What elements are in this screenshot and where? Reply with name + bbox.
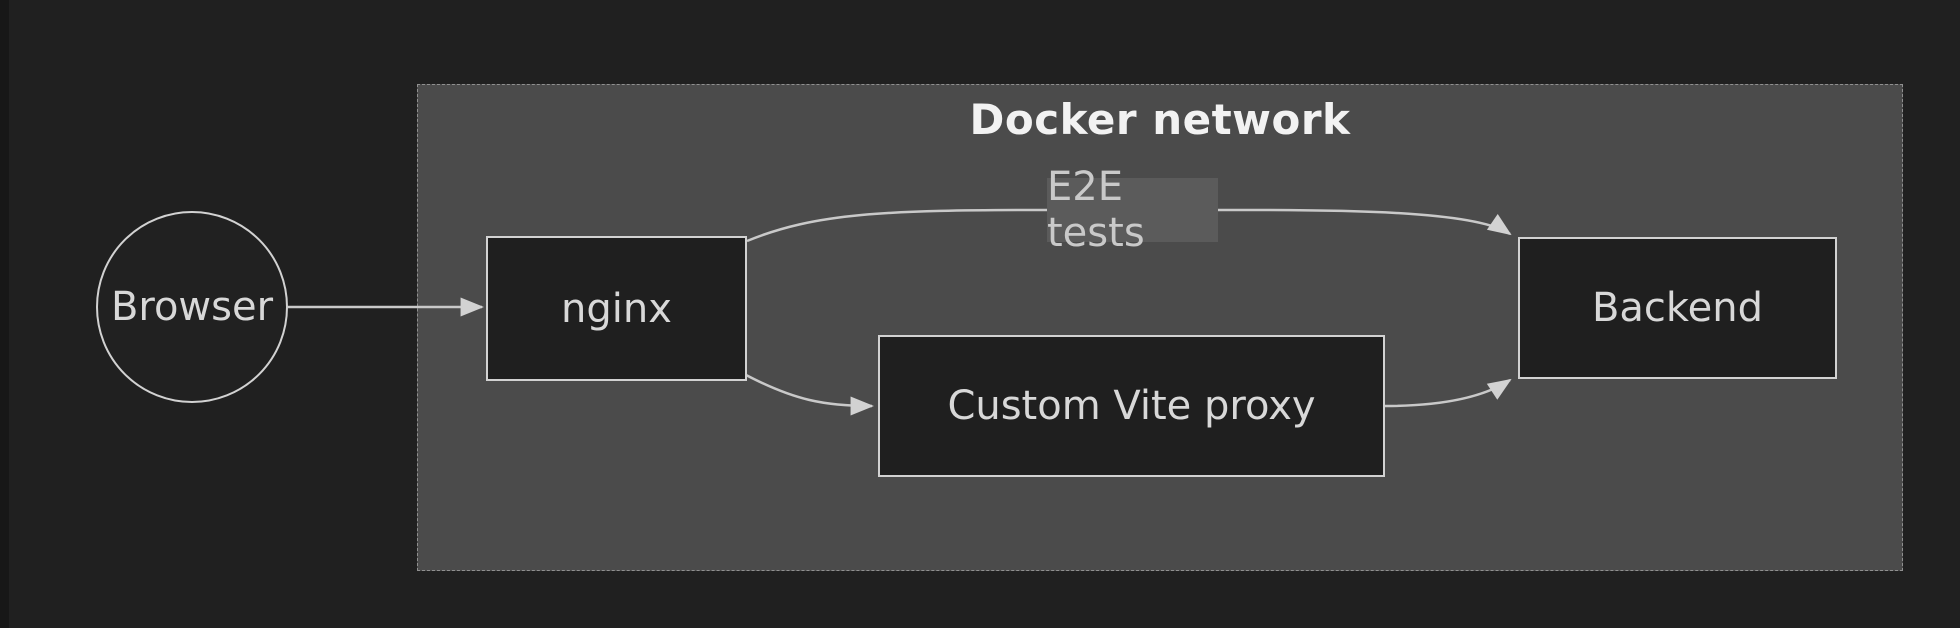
- edge-nginx-to-vite-proxy: [745, 373, 874, 416]
- edge-nginx-to-backend-e2e: [746, 208, 1512, 243]
- node-vite-proxy-label: Custom Vite proxy: [947, 383, 1316, 429]
- cluster-title: Docker network: [969, 95, 1351, 144]
- edge-vite-proxy-to-backend: [1384, 378, 1512, 408]
- e2e-tests-edge-label-text: E2E tests: [1047, 164, 1145, 256]
- node-browser-label: Browser: [110, 284, 274, 330]
- node-browser: Browser: [96, 211, 288, 403]
- node-nginx: nginx: [486, 236, 747, 381]
- node-backend: Backend: [1518, 237, 1837, 379]
- window-edge-strip: [0, 0, 9, 628]
- node-nginx-label: nginx: [561, 285, 672, 332]
- node-vite-proxy: Custom Vite proxy: [878, 335, 1385, 477]
- e2e-tests-edge-label: E2E tests: [1047, 164, 1218, 256]
- node-backend-label: Backend: [1591, 285, 1764, 331]
